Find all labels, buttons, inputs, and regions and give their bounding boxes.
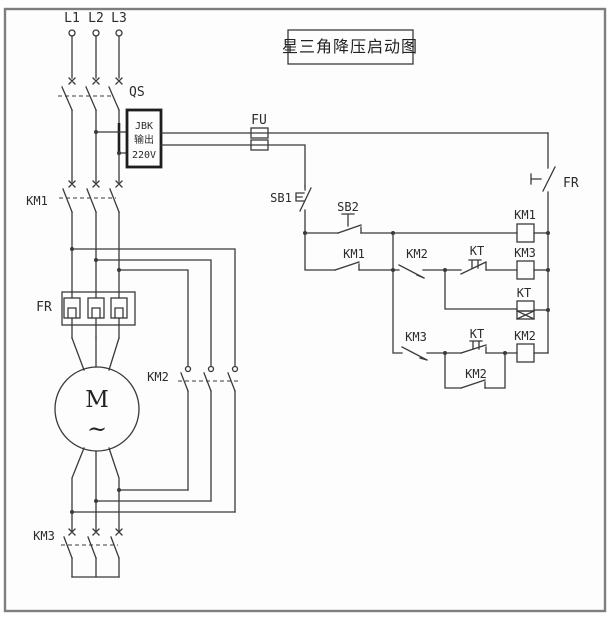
motor-wave-label: ~ — [87, 415, 107, 443]
km1-main-label: KM1 — [26, 194, 48, 208]
fr-heater: FR — [36, 291, 136, 339]
kt-coil: KT — [444, 269, 549, 320]
km3-main-label: KM3 — [33, 529, 55, 543]
title-box: 星三角降压启动图 — [282, 29, 418, 65]
motor: M ~ — [54, 337, 140, 533]
jbk-text-1: JBK — [135, 121, 153, 132]
fuse-group: FU — [160, 113, 549, 187]
km2-main-contactor: KM2 — [147, 365, 240, 513]
km2-coil: KM2 — [514, 329, 549, 363]
km1-coil: KM1 — [514, 208, 549, 243]
km3-coil-label: KM3 — [514, 246, 536, 260]
fuse-2 — [250, 139, 269, 151]
sb2-label: SB2 — [337, 200, 359, 214]
km2-aux-label: KM2 — [465, 367, 487, 381]
sb2-button: SB2 — [304, 200, 518, 234]
fu-label: FU — [251, 113, 267, 128]
delta-top-wires — [71, 248, 236, 367]
jbk-text-2: 输出 — [134, 133, 154, 146]
fr-heater-label: FR — [36, 300, 52, 315]
km3-coil: KM3 — [514, 246, 549, 280]
km3-main-contactor: KM3 — [33, 528, 123, 578]
page-title: 星三角降压启动图 — [282, 38, 418, 56]
km2-aux-contact: KM2 — [444, 352, 506, 389]
phase-label-l3: L3 — [111, 11, 127, 26]
kt-nc-label: KT — [470, 244, 484, 258]
kt-nc-contact: KT — [460, 244, 518, 275]
sb1-button: SB1 — [270, 185, 312, 234]
km3-nc-label: KM3 — [405, 330, 427, 344]
km1-coil-label: KM1 — [514, 208, 536, 222]
qs-switch: QS — [58, 77, 145, 183]
fr-nc-contact: FR — [530, 132, 579, 354]
km1-main-contactor: KM1 — [26, 180, 123, 299]
km2-main-label: KM2 — [147, 370, 169, 384]
km2-nc-contact: KM2 — [398, 247, 462, 279]
delta-bottom-wires — [71, 489, 236, 513]
kt-coil-label: KT — [517, 286, 531, 300]
kt-no-contact: KT — [460, 327, 518, 354]
sb1-label: SB1 — [270, 191, 292, 205]
jbk-text-3: 220V — [132, 150, 156, 161]
qs-label: QS — [129, 85, 145, 100]
phase-label-l1: L1 — [64, 11, 80, 26]
junction-dots — [70, 130, 550, 514]
kt-no-label: KT — [470, 327, 484, 341]
motor-circle — [54, 366, 140, 452]
motor-m-label: M — [85, 387, 109, 413]
fr-contact-label: FR — [563, 176, 579, 191]
km3-nc-contact: KM3 — [392, 232, 462, 361]
km2-coil-label: KM2 — [514, 329, 536, 343]
km1-aux-label: KM1 — [343, 247, 365, 261]
diagram-frame — [3, 7, 607, 613]
km2-nc-label: KM2 — [406, 247, 428, 261]
supply-terminals: L1 L2 L3 — [64, 11, 127, 79]
jbk-transformer: JBK 输出 220V — [95, 108, 163, 169]
phase-label-l2: L2 — [88, 11, 104, 26]
fuse-1 — [250, 127, 269, 139]
